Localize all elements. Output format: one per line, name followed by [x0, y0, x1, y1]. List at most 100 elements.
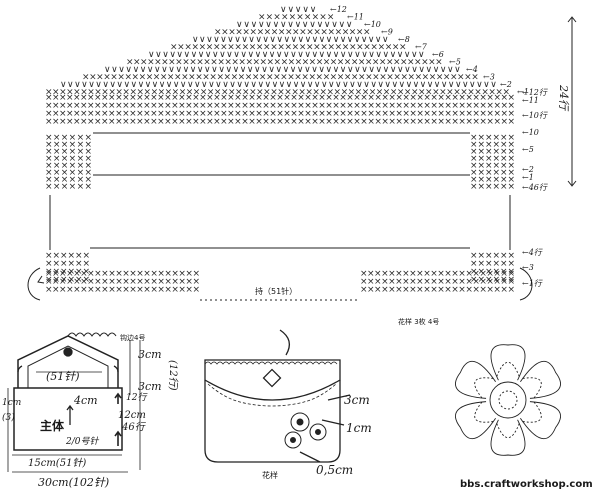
side-row-label: ←46行: [522, 183, 548, 192]
watermark: bbs.craftworkshop.com: [460, 479, 593, 490]
flower-center: [498, 390, 518, 410]
bag-schematic: [7, 332, 141, 473]
flower-petal: [519, 361, 561, 399]
side-row-label: ←2: [522, 165, 534, 174]
stitch-row: ∨∨∨∨∨∨∨∨∨∨∨∨∨∨∨∨∨∨∨∨∨∨∨∨∨∨∨∨∨∨∨∨∨∨∨∨∨∨∨∨…: [60, 80, 497, 90]
side-row-label: ←3: [522, 263, 534, 272]
side-row-label: ←10: [522, 128, 539, 137]
flower-center-ring: [489, 381, 527, 419]
stitch-row: ××××××: [470, 140, 515, 150]
row-number-label: ←11: [347, 13, 364, 22]
flower-petal-inner: [496, 361, 520, 377]
stitch-row: ××××××: [45, 133, 92, 143]
side-row-label: ←11: [522, 96, 539, 105]
stitch-row: ××××××: [470, 161, 515, 171]
stitch-row: ××××××: [470, 182, 515, 192]
flower-petal: [490, 419, 526, 456]
stitch-row: ××××××: [45, 168, 92, 178]
stitch-row: ××××××××××××××××××××××: [214, 28, 371, 38]
flower-petal-inner: [496, 423, 520, 439]
rows-12: (12行): [167, 360, 179, 391]
dim-12cm: 12cm: [118, 410, 146, 421]
handle-stitch-count: (51针): [46, 370, 80, 383]
stitch-row: ××××××: [45, 161, 92, 171]
stitch-row: ××××××××××××××××××××××: [360, 269, 515, 279]
stitch-row: ××××××: [470, 275, 515, 285]
row-number-label: ←6: [432, 50, 444, 59]
increase-note: 2/0号针: [65, 436, 99, 447]
row-number-label: ←7: [415, 43, 428, 52]
main-body-label: 主体: [40, 418, 65, 433]
row-number-label: ←4: [466, 65, 478, 74]
stitch-row: ××××××: [470, 154, 515, 164]
row-number-label: ←1: [517, 88, 529, 97]
rows-12b: 12行: [126, 392, 148, 403]
side-row-label: ←1行: [522, 279, 543, 288]
pouch-flower-label: 花样: [262, 470, 278, 480]
pouch-dim-1cm: 1cm: [346, 421, 372, 435]
stitch-row: ××××××: [45, 175, 92, 185]
rows-46: 46行: [121, 421, 147, 433]
center-dimension: 4cm: [73, 394, 98, 407]
stitch-row: ××××××: [45, 154, 92, 164]
row-number-label: ←10: [364, 20, 381, 29]
stitch-row: ××××××××××××××××××××××××××××××××××××××××…: [45, 117, 515, 127]
stitch-row: ××××××××××××××××××××××××××××××××××××××××…: [82, 73, 479, 83]
stitch-row: ××××××××××××××××××××××××××××××××××××××××…: [126, 58, 443, 68]
stitch-row: ××××××: [470, 175, 515, 185]
stitch-row: ××××××××××××××××××××××××××××××××××××××××…: [45, 93, 515, 103]
stitch-row: ××××××: [470, 259, 515, 269]
total-rows-marker: [567, 16, 577, 187]
stitch-row: ×××××××××××××××××××××××××××××××××: [170, 43, 407, 53]
stitch-row: ××××××: [45, 275, 90, 285]
flower-petal-inner: [522, 401, 542, 423]
flower-petal-inner: [522, 377, 542, 399]
stitch-row: ××××××: [470, 267, 515, 277]
flower-note: 花样 3枚 4号: [398, 317, 439, 326]
side-row-label: ←5: [522, 145, 534, 154]
stitch-row: ∨∨∨∨∨∨∨∨∨∨∨∨∨∨∨∨∨∨∨∨∨∨∨∨∨∨∨∨∨∨∨∨∨∨∨∨∨∨∨: [148, 50, 425, 60]
pouch-illustration: [204, 329, 351, 463]
side-row-label: ←10行: [522, 111, 548, 120]
pouch-dim-05cm: 0,5cm: [316, 463, 353, 477]
row-number-label: ←9: [381, 28, 393, 37]
flower-motif-chart: [455, 344, 561, 456]
stitch-row: ××××××××××××××××××××××: [45, 277, 200, 287]
stitch-row: ∨∨∨∨∨∨∨∨∨∨∨∨∨∨∨∨∨∨∨∨∨∨∨∨∨∨∨∨∨∨∨∨∨∨∨∨∨∨∨∨…: [104, 65, 461, 75]
stitch-row: ××××××: [470, 168, 515, 178]
left-3-rows: (3): [2, 412, 15, 423]
stitch-row: ××××××××××××××××××××××: [45, 269, 200, 279]
stitch-row: ××××××: [45, 182, 92, 192]
chart-outline: [27, 132, 533, 301]
stitch-row: ××××××: [45, 140, 92, 150]
trim-note: 钩边4号: [120, 333, 145, 342]
pouch-dim-3cm: 3cm: [344, 393, 370, 407]
row-number-label: ←2: [500, 80, 512, 89]
stitch-row: ××××××××××××××××××××××××××××××××××××××××…: [45, 88, 510, 98]
flower-petal-inner: [474, 401, 494, 423]
flower-petal: [455, 401, 497, 439]
handle-label: 持（51针）: [255, 286, 297, 296]
stitch-row: ××××××××××××××××××××××××××××××××××××××××…: [45, 101, 515, 111]
stitch-row: ∨∨∨∨∨∨∨∨∨∨∨∨∨∨∨∨: [236, 20, 352, 30]
stitch-row: ××××××××××××××××××××××××××××××××××××××××…: [45, 109, 515, 119]
stitch-row: ××××××××××××××××××××××: [45, 285, 200, 295]
stitch-row: ××××××: [470, 147, 515, 157]
side-row-label: ←4行: [522, 248, 543, 257]
stitch-row: ××××××: [45, 147, 92, 157]
row-number-label: ←8: [398, 35, 410, 44]
row-labels: ←12←11←10←9←8←7←6←5←4←3←2←1←12行←11←10行←1…: [330, 5, 548, 288]
row-number-label: ←3: [483, 73, 495, 82]
row-number-label: ←12: [330, 5, 347, 14]
stitch-row: ××××××: [45, 259, 90, 269]
flower-petal: [519, 401, 561, 439]
dim-3cm-upper: 3cm: [138, 348, 162, 361]
stitch-row: ××××××××××: [258, 13, 334, 23]
side-row-label: ←12行: [522, 88, 548, 97]
stitch-row: ××××××: [470, 133, 515, 143]
width-total: 30cm(102针): [38, 476, 109, 489]
width-half: 15cm(51针): [28, 457, 86, 469]
total-rows-label: 24行: [557, 84, 570, 112]
side-row-label: ←1: [522, 173, 534, 182]
